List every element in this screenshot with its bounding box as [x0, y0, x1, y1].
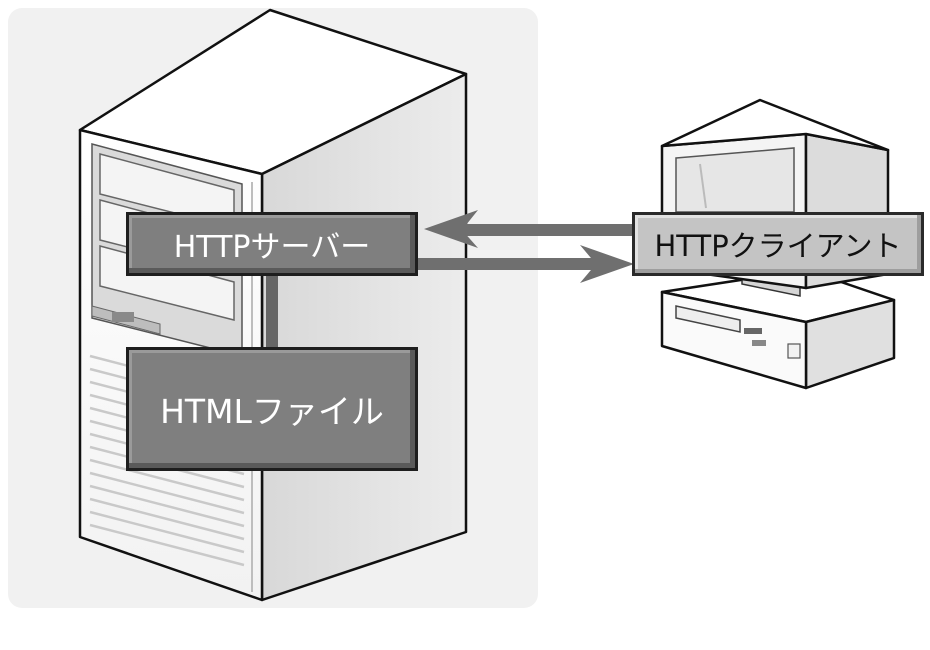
html-file-label: HTMLファイル: [160, 392, 384, 431]
arrow-to-client: [418, 245, 634, 283]
arrow-to-server: [424, 210, 634, 248]
http-client-label: HTTPクライアント: [654, 229, 902, 263]
http-server-box: HTTPサーバー: [126, 212, 418, 276]
http-server-label: HTTPサーバー: [173, 230, 371, 265]
server-file-connector: [266, 276, 278, 348]
http-client-box: HTTPクライアント: [632, 212, 924, 276]
html-file-box: HTMLファイル: [126, 347, 418, 471]
